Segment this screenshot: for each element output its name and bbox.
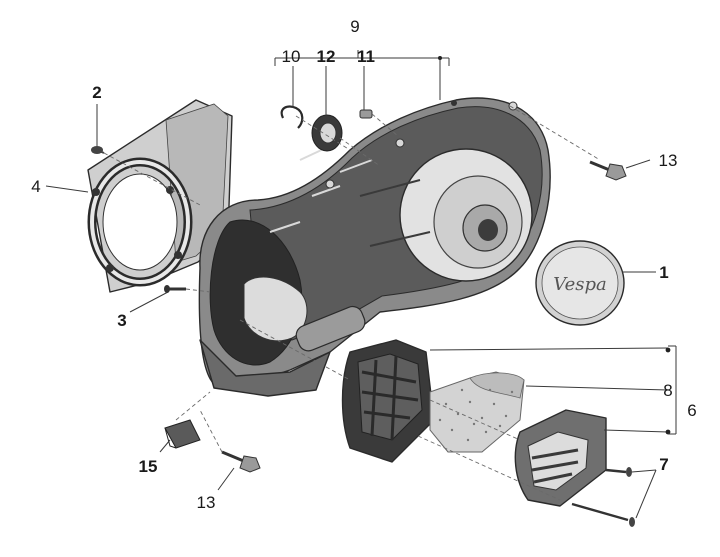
screw-3 — [164, 285, 186, 293]
bearing — [311, 114, 343, 152]
bolt-13-top — [589, 160, 627, 181]
vespa-logo: Vespa — [553, 274, 607, 295]
screw-2 — [91, 146, 105, 154]
clip — [164, 419, 201, 449]
emblem-cover: Vespa — [535, 240, 625, 326]
circlip — [280, 105, 304, 129]
intake-cover — [514, 409, 607, 507]
assembly-lines — [103, 105, 601, 501]
pin — [359, 109, 373, 119]
callout-9: 9 — [350, 17, 359, 36]
callout-15: 15 — [139, 457, 158, 476]
filter-texture — [438, 388, 514, 442]
callout-8: 8 — [663, 381, 672, 400]
callout-1: 1 — [659, 263, 668, 282]
callout-2: 2 — [92, 83, 101, 102]
air-filter — [429, 371, 525, 453]
callout-3: 3 — [117, 311, 126, 330]
transmission-cover — [198, 97, 551, 397]
callout-13-top: 13 — [659, 151, 678, 170]
screws-7 — [571, 467, 635, 527]
callout-10: 10 — [282, 47, 301, 66]
callout-11: 11 — [357, 47, 375, 66]
callout-labels: 9 10 12 11 2 4 3 1 13 8 6 7 15 13 — [31, 17, 696, 512]
callout-12: 12 — [317, 47, 336, 66]
callout-4: 4 — [31, 177, 40, 196]
bolt-13-bottom — [221, 450, 261, 473]
callout-6: 6 — [687, 401, 696, 420]
intake-body — [341, 339, 435, 463]
callout-13-bottom: 13 — [197, 493, 216, 512]
leader-lines — [45, 50, 677, 519]
callout-7: 7 — [659, 455, 668, 474]
